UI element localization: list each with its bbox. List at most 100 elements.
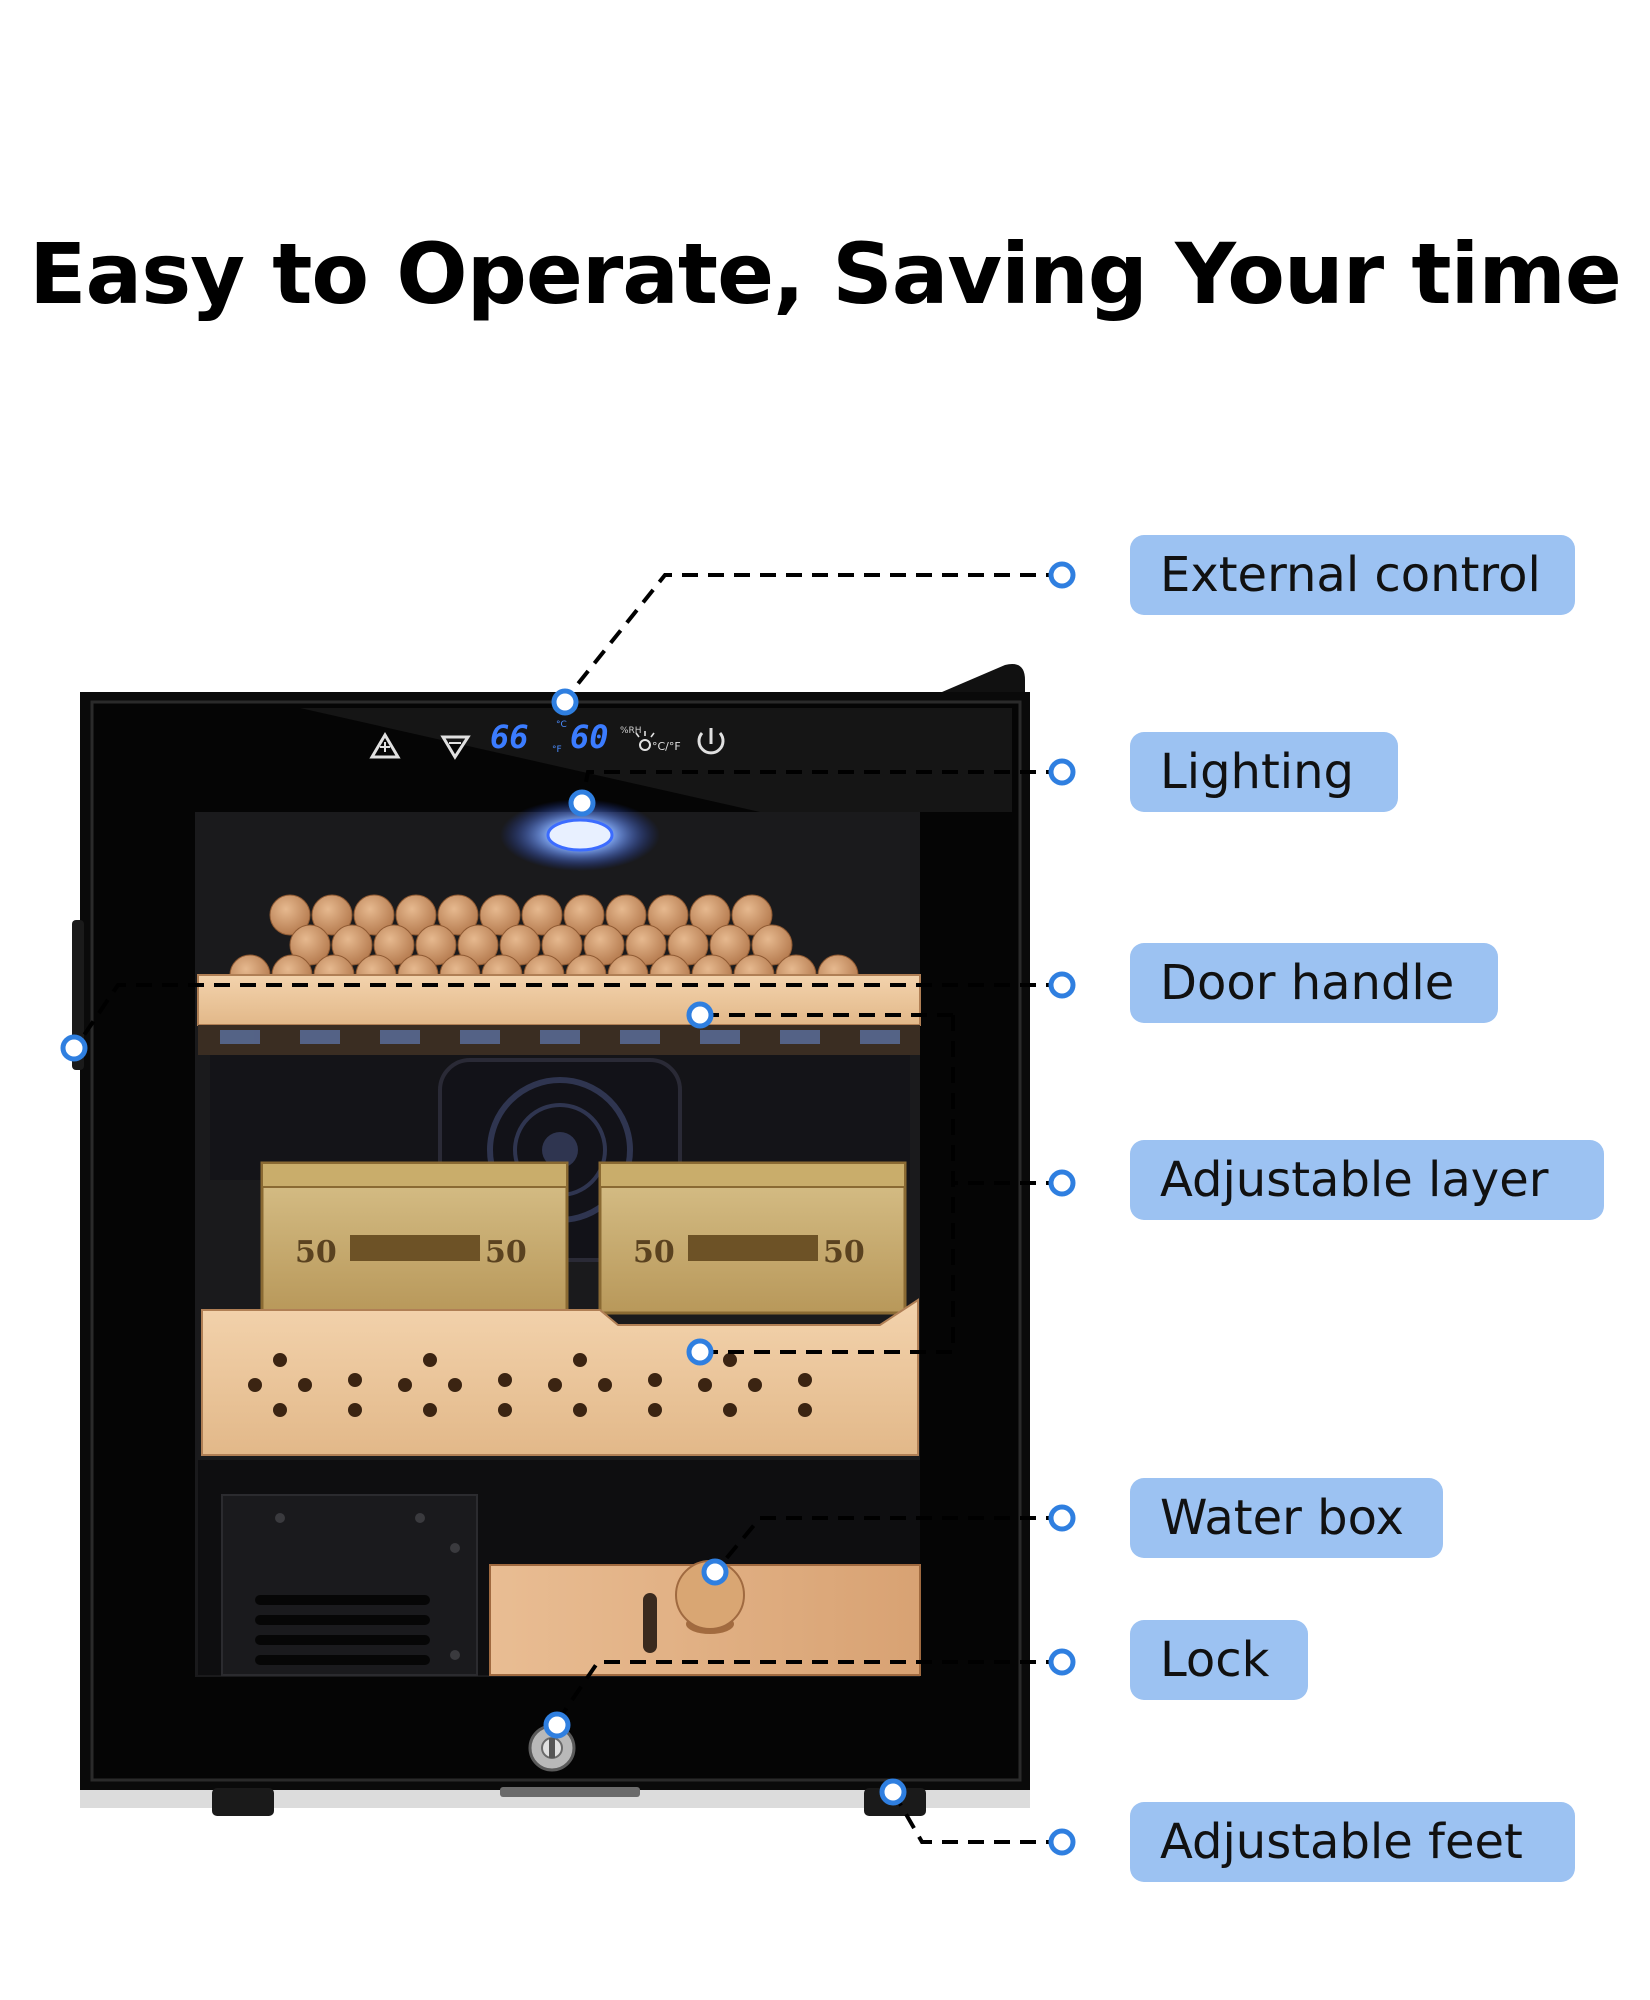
- tray-hole: [423, 1403, 437, 1417]
- adjustable-layer-leader-line: [700, 1013, 1062, 1354]
- tray-hole: [723, 1403, 737, 1417]
- tray-hole: [348, 1373, 362, 1387]
- cigar-end: [541, 924, 583, 966]
- adjustable-layer-end-marker: [1048, 1169, 1076, 1197]
- glass-reflection: [300, 708, 1012, 812]
- led-lamp: [546, 818, 614, 852]
- tray-hole: [248, 1378, 262, 1392]
- callout-external-control: External control: [1130, 535, 1575, 615]
- cigar-end: [709, 924, 751, 966]
- tray-hole: [598, 1378, 612, 1392]
- cigar-end: [437, 894, 479, 936]
- cabinet-base: [80, 1790, 1030, 1808]
- tray-hole: [273, 1403, 287, 1417]
- lock-point-marker: [543, 1711, 571, 1739]
- tray-hole: [298, 1378, 312, 1392]
- cigar-end: [395, 894, 437, 936]
- water-level-window: [643, 1593, 657, 1653]
- cigar-end: [563, 894, 605, 936]
- top-shelf: [197, 974, 921, 1026]
- cigar-end: [731, 894, 773, 936]
- cigar-box-left-label-b: 50: [485, 1235, 527, 1270]
- door-handle-leader-line: [74, 983, 1062, 1049]
- down-arrow-icon[interactable]: [440, 735, 471, 760]
- callout-adjustable-layer: Adjustable layer: [1130, 1140, 1604, 1220]
- water-box-leader-line: [713, 1516, 1062, 1574]
- cigar-end: [269, 894, 311, 936]
- tray-hole: [273, 1353, 287, 1367]
- cigar-end: [289, 924, 331, 966]
- cigar-end: [331, 924, 373, 966]
- cigar-end: [479, 894, 521, 936]
- cigar-box-left-label-a: 50: [295, 1235, 337, 1270]
- callout-markers: [60, 561, 1076, 1856]
- tray-hole: [398, 1378, 412, 1392]
- tray-hole: [573, 1403, 587, 1417]
- adjustable-layer-point-marker: [686, 1001, 714, 1029]
- cabinet-top-rim: [935, 664, 1025, 700]
- fahrenheit-unit: °F: [552, 745, 562, 755]
- tray-hole: [348, 1403, 362, 1417]
- tray-hole: [723, 1353, 737, 1367]
- callout-water-box: Water box: [1130, 1478, 1443, 1558]
- cigar-end: [415, 924, 457, 966]
- lighting-end-marker: [1048, 758, 1076, 786]
- cigar-end: [751, 924, 793, 966]
- cigar-end: [499, 924, 541, 966]
- tray-hole: [448, 1378, 462, 1392]
- temperature-readout: 66: [490, 718, 529, 756]
- cigar-end: [605, 894, 647, 936]
- tray-hole: [748, 1378, 762, 1392]
- callout-leader-lines: [74, 573, 1062, 1844]
- adjustable-feet-end-marker: [1048, 1828, 1076, 1856]
- tray-vent-holes: [248, 1353, 812, 1417]
- cigar-end: [647, 894, 689, 936]
- lock-end-marker: [1048, 1648, 1076, 1676]
- tray-hole: [548, 1378, 562, 1392]
- cigar-end: [689, 894, 731, 936]
- door-handle-end-marker: [1048, 971, 1076, 999]
- control-panel: 66 °C °F 60 %RH °C/°F: [369, 718, 725, 760]
- door-handle-point-marker: [60, 1034, 88, 1062]
- callout-lock: Lock: [1130, 1620, 1308, 1700]
- adjustable-layer-tray[interactable]: [201, 1298, 919, 1456]
- tray-hole: [648, 1373, 662, 1387]
- cigar-box-right-label-a: 50: [633, 1235, 675, 1270]
- foot-left[interactable]: [212, 1788, 274, 1816]
- cigar-end: [667, 924, 709, 966]
- humidity-readout: 60: [570, 718, 609, 756]
- vent-panel: [221, 1494, 478, 1676]
- external-control-leader-line: [563, 573, 1062, 702]
- cigar-end: [353, 894, 395, 936]
- humidity-unit: %RH: [620, 726, 642, 736]
- callout-adjustable-feet: Adjustable feet: [1130, 1802, 1575, 1882]
- tray-hole: [798, 1403, 812, 1417]
- tray-hole: [698, 1378, 712, 1392]
- adjustable-layer-point-marker-2: [686, 1338, 714, 1366]
- power-icon[interactable]: [697, 728, 725, 755]
- up-arrow-icon[interactable]: [369, 732, 401, 759]
- light-unit-toggle-icon[interactable]: °C/°F: [635, 731, 681, 753]
- adjustable-feet-point-marker: [879, 1778, 907, 1806]
- temp-unit-toggle-label: °C/°F: [652, 740, 681, 753]
- cigar-box-right-label-b: 50: [823, 1235, 865, 1270]
- cigar-end: [457, 924, 499, 966]
- cigar-box-right: 50 50: [598, 1161, 907, 1315]
- adjustable-feet-leader-line: [893, 1794, 1062, 1844]
- external-control-point-marker: [551, 688, 579, 716]
- shelf-slats: [220, 1030, 900, 1044]
- tray-hole: [798, 1373, 812, 1387]
- page-title: Easy to Operate, Saving Your time: [29, 225, 1622, 323]
- door-handle[interactable]: [72, 920, 84, 1070]
- tray-hole: [648, 1403, 662, 1417]
- tray-hole: [573, 1353, 587, 1367]
- callout-door-handle: Door handle: [1130, 943, 1498, 1023]
- tray-hole: [423, 1353, 437, 1367]
- tray-hole: [498, 1403, 512, 1417]
- tray-hole: [498, 1373, 512, 1387]
- bottom-vent: [500, 1787, 640, 1797]
- external-control-end-marker: [1048, 561, 1076, 589]
- lighting-point-marker: [568, 789, 596, 817]
- water-box-point-marker: [701, 1558, 729, 1586]
